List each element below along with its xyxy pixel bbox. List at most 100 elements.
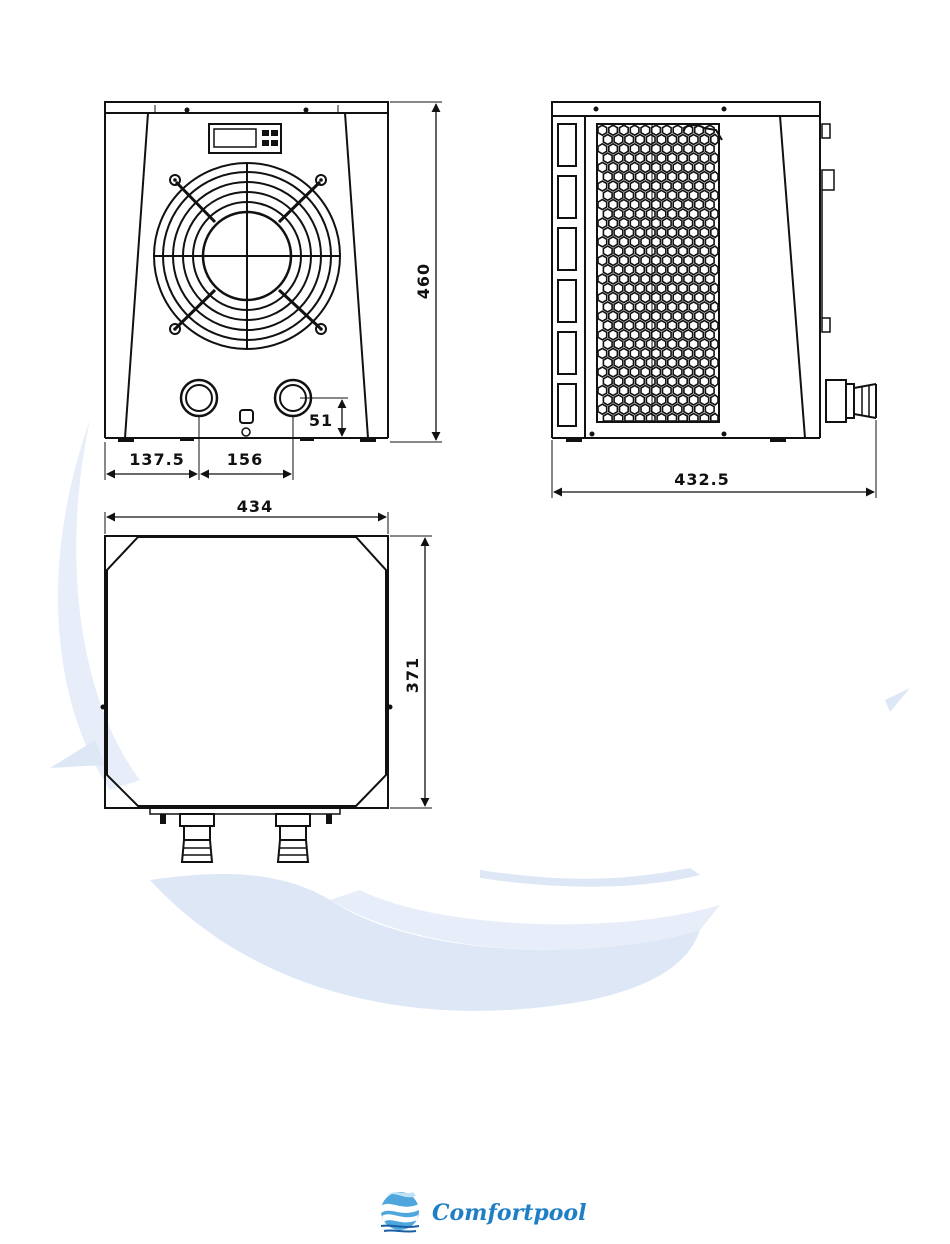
mesh-cell xyxy=(705,404,714,414)
mesh-cell xyxy=(625,135,634,145)
mesh-cell xyxy=(695,162,704,172)
mesh-cell xyxy=(652,162,661,172)
mesh-cell xyxy=(636,246,645,256)
mesh-cell xyxy=(689,135,698,145)
mesh-cell xyxy=(711,228,718,238)
mesh-cell xyxy=(598,311,607,321)
mesh-cell xyxy=(711,135,718,145)
mesh-cell xyxy=(679,414,688,422)
mesh-cell xyxy=(673,200,682,210)
mesh-cell xyxy=(673,125,682,135)
mesh-cell xyxy=(598,330,607,340)
mesh-cell xyxy=(668,209,677,219)
mesh-cell xyxy=(668,302,677,312)
mesh-cell xyxy=(705,293,714,303)
mesh-cell xyxy=(679,376,688,386)
mesh-cell xyxy=(711,283,718,293)
mesh-cell xyxy=(614,395,623,405)
background-watermark xyxy=(50,420,910,1011)
mesh-cell xyxy=(700,246,709,256)
dim-top-width: 434 xyxy=(237,497,273,516)
mesh-cell xyxy=(679,153,688,163)
mesh-cell xyxy=(695,200,704,210)
mesh-cell xyxy=(657,339,666,349)
mesh-cell xyxy=(630,293,639,303)
mesh-cell xyxy=(711,414,718,422)
mesh-cell xyxy=(641,218,650,228)
mesh-cell xyxy=(630,404,639,414)
mesh-cell xyxy=(700,135,709,145)
mesh-cell xyxy=(705,348,714,358)
mesh-cell xyxy=(711,172,718,182)
mesh-cell xyxy=(625,376,634,386)
mesh-cell xyxy=(695,386,704,396)
mesh-cell xyxy=(625,414,634,422)
mesh-cell xyxy=(614,172,623,182)
mesh-cell xyxy=(646,302,655,312)
mesh-cell xyxy=(646,265,655,275)
mesh-cell xyxy=(609,330,618,340)
mesh-cell xyxy=(620,330,629,340)
mesh-cell xyxy=(663,125,672,135)
mesh-cell xyxy=(663,348,672,358)
mesh-cell xyxy=(652,404,661,414)
mesh-cell xyxy=(695,255,704,265)
mesh-cell xyxy=(668,265,677,275)
mesh-cell xyxy=(663,404,672,414)
mesh-cell xyxy=(668,172,677,182)
mesh-cell xyxy=(636,376,645,386)
mesh-cell xyxy=(598,367,607,377)
mesh-cell xyxy=(695,404,704,414)
mesh-cell xyxy=(603,283,612,293)
mesh-cell xyxy=(646,153,655,163)
mesh-cell xyxy=(711,302,718,312)
mesh-cell xyxy=(705,144,714,154)
mesh-cell xyxy=(700,265,709,275)
mesh-cell xyxy=(657,246,666,256)
mesh-cell xyxy=(657,302,666,312)
mesh-cell xyxy=(625,283,634,293)
mesh-cell xyxy=(695,367,704,377)
mesh-cell xyxy=(711,376,718,386)
mesh-cell xyxy=(630,348,639,358)
mesh-cell xyxy=(625,358,634,368)
mesh-cell xyxy=(705,274,714,284)
mesh-cell xyxy=(700,302,709,312)
mesh-cell xyxy=(646,283,655,293)
mesh-cell xyxy=(646,321,655,331)
mesh-cell xyxy=(700,376,709,386)
mesh-cell xyxy=(652,255,661,265)
mesh-cell xyxy=(609,181,618,191)
mesh-cell xyxy=(614,302,623,312)
mesh-cell xyxy=(603,190,612,200)
mesh-cell xyxy=(609,237,618,247)
mesh-cell xyxy=(603,246,612,256)
mesh-cell xyxy=(705,311,714,321)
mesh-cell xyxy=(625,321,634,331)
mesh-cell xyxy=(657,135,666,145)
mesh-cell xyxy=(668,321,677,331)
mesh-cell xyxy=(684,181,693,191)
mesh-cell xyxy=(614,135,623,145)
mesh-cell xyxy=(684,293,693,303)
mesh-cell xyxy=(636,414,645,422)
mesh-cell xyxy=(689,265,698,275)
mesh-cell xyxy=(603,376,612,386)
mesh-cell xyxy=(625,190,634,200)
mesh-cell xyxy=(700,414,709,422)
mesh-cell xyxy=(614,358,623,368)
mesh-cell xyxy=(614,414,623,422)
mesh-cell xyxy=(603,153,612,163)
mesh-cell xyxy=(609,200,618,210)
mesh-cell xyxy=(625,395,634,405)
mesh-cell xyxy=(620,404,629,414)
mesh-cell xyxy=(684,404,693,414)
mesh-cell xyxy=(652,311,661,321)
mesh-cell xyxy=(609,162,618,172)
mesh-cell xyxy=(711,209,718,219)
mesh-cell xyxy=(668,414,677,422)
mesh-cell xyxy=(652,274,661,284)
mesh-cell xyxy=(646,414,655,422)
mesh-cell xyxy=(652,348,661,358)
mesh-cell xyxy=(663,274,672,284)
